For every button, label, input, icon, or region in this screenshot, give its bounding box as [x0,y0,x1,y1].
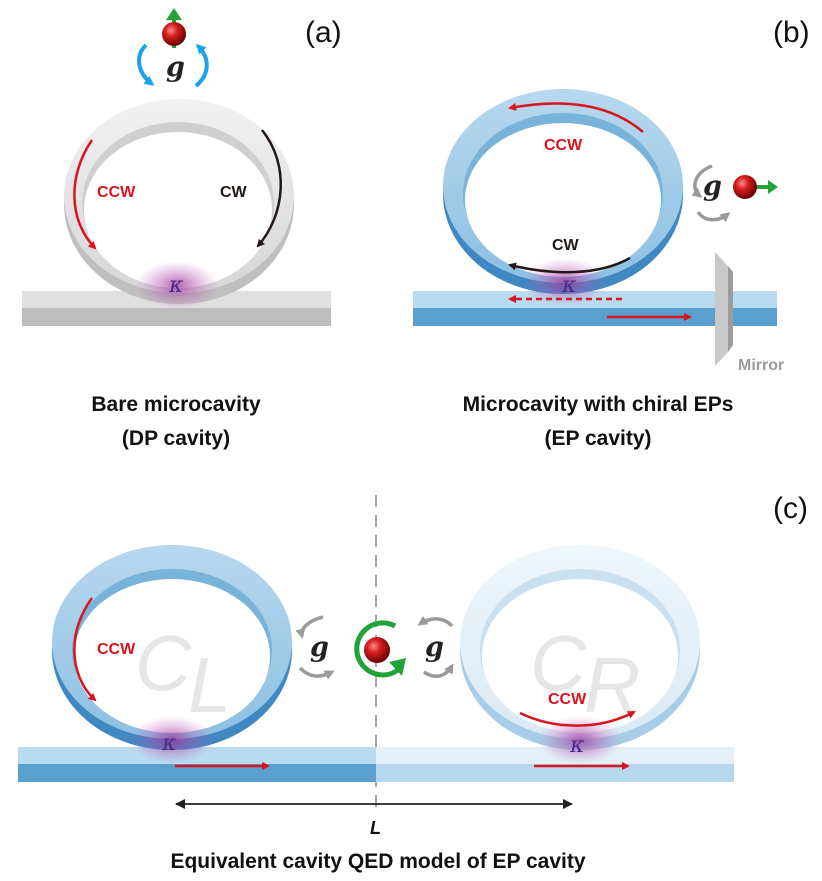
ccw-arrow [508,102,644,133]
coupling-arrow-right-lower [423,663,454,678]
ccw-label: CCW [544,137,583,154]
coupling-arrow-upper [691,164,713,198]
cw-label: CW [220,184,248,201]
waveguide-right-side [376,764,734,782]
panel-b: (b) κ CCW CW Mirror g [413,16,810,450]
caption-a-line1: Bare microcavity [91,393,261,416]
atom [733,175,757,199]
coupling-arrow-left-upper [295,615,324,639]
waveguide-side [413,308,777,326]
coupling-arrow-left [137,43,155,86]
panel-a: (a) κ CCW CW g Bare microcavity (DP cavi… [22,8,342,450]
coupling-glow-left [130,716,214,764]
waveguide-side [22,308,331,326]
ccw-label: CCW [97,184,136,201]
coupling-glow [135,261,219,309]
waveguide-top [413,291,777,308]
ring-resonator [443,89,683,294]
cw-arrow [256,129,282,248]
mirror-label: Mirror [738,357,784,374]
g-left-label: g [310,632,329,663]
coupling-g-label: g [166,52,185,83]
panel-b-label: (b) [773,16,810,49]
coupling-arrow-lower [696,210,731,223]
coupling-glow-right [538,716,622,764]
kappa-label: κ [561,273,577,298]
kappa-right-label: κ [569,733,585,758]
dipole-arrow [768,180,778,194]
coupling-g-label: g [703,171,722,202]
cavity-right-symbol: C [530,619,587,707]
g-right-label: g [425,632,444,663]
cw-label: CW [552,237,580,254]
kappa-label: κ [168,273,184,298]
coupling-arrow-left-lower [298,666,335,680]
caption-a-line2: (DP cavity) [122,427,230,450]
mirror [715,252,733,366]
cavity-left-subscript: L [188,641,231,729]
cavity-right-subscript: R [584,641,640,729]
cw-arrow [508,256,631,274]
atom [364,637,390,663]
coupling-arrow-right-upper [417,615,454,628]
circulation-arrow-head [389,658,406,676]
panel-a-label: (a) [305,16,342,49]
ccw-arrow-right [519,710,636,727]
panel-c-label: (c) [773,492,808,525]
caption-b-line2: (EP cavity) [545,427,652,450]
caption-c: Equivalent cavity QED model of EP cavity [170,850,585,873]
ring-resonator [64,99,294,304]
atom [162,22,186,46]
cavity-left-symbol: C [135,619,192,707]
ccw-right-label: CCW [548,691,587,708]
circulation-arc [354,620,400,678]
ccw-left-label: CCW [97,641,136,658]
ccw-arrow [73,139,97,250]
coupling-arrow-right [194,43,209,88]
length-label: L [370,818,381,838]
ccw-arrow-left [73,597,97,702]
panel-c: (c) C L C R κ κ [18,492,808,873]
dipole-arrow [166,8,182,20]
ring-left [52,545,292,750]
caption-b-line1: Microcavity with chiral EPs [463,393,734,416]
ring-right [460,545,700,750]
waveguide-left-side [18,764,376,782]
kappa-left-label: κ [161,731,177,756]
